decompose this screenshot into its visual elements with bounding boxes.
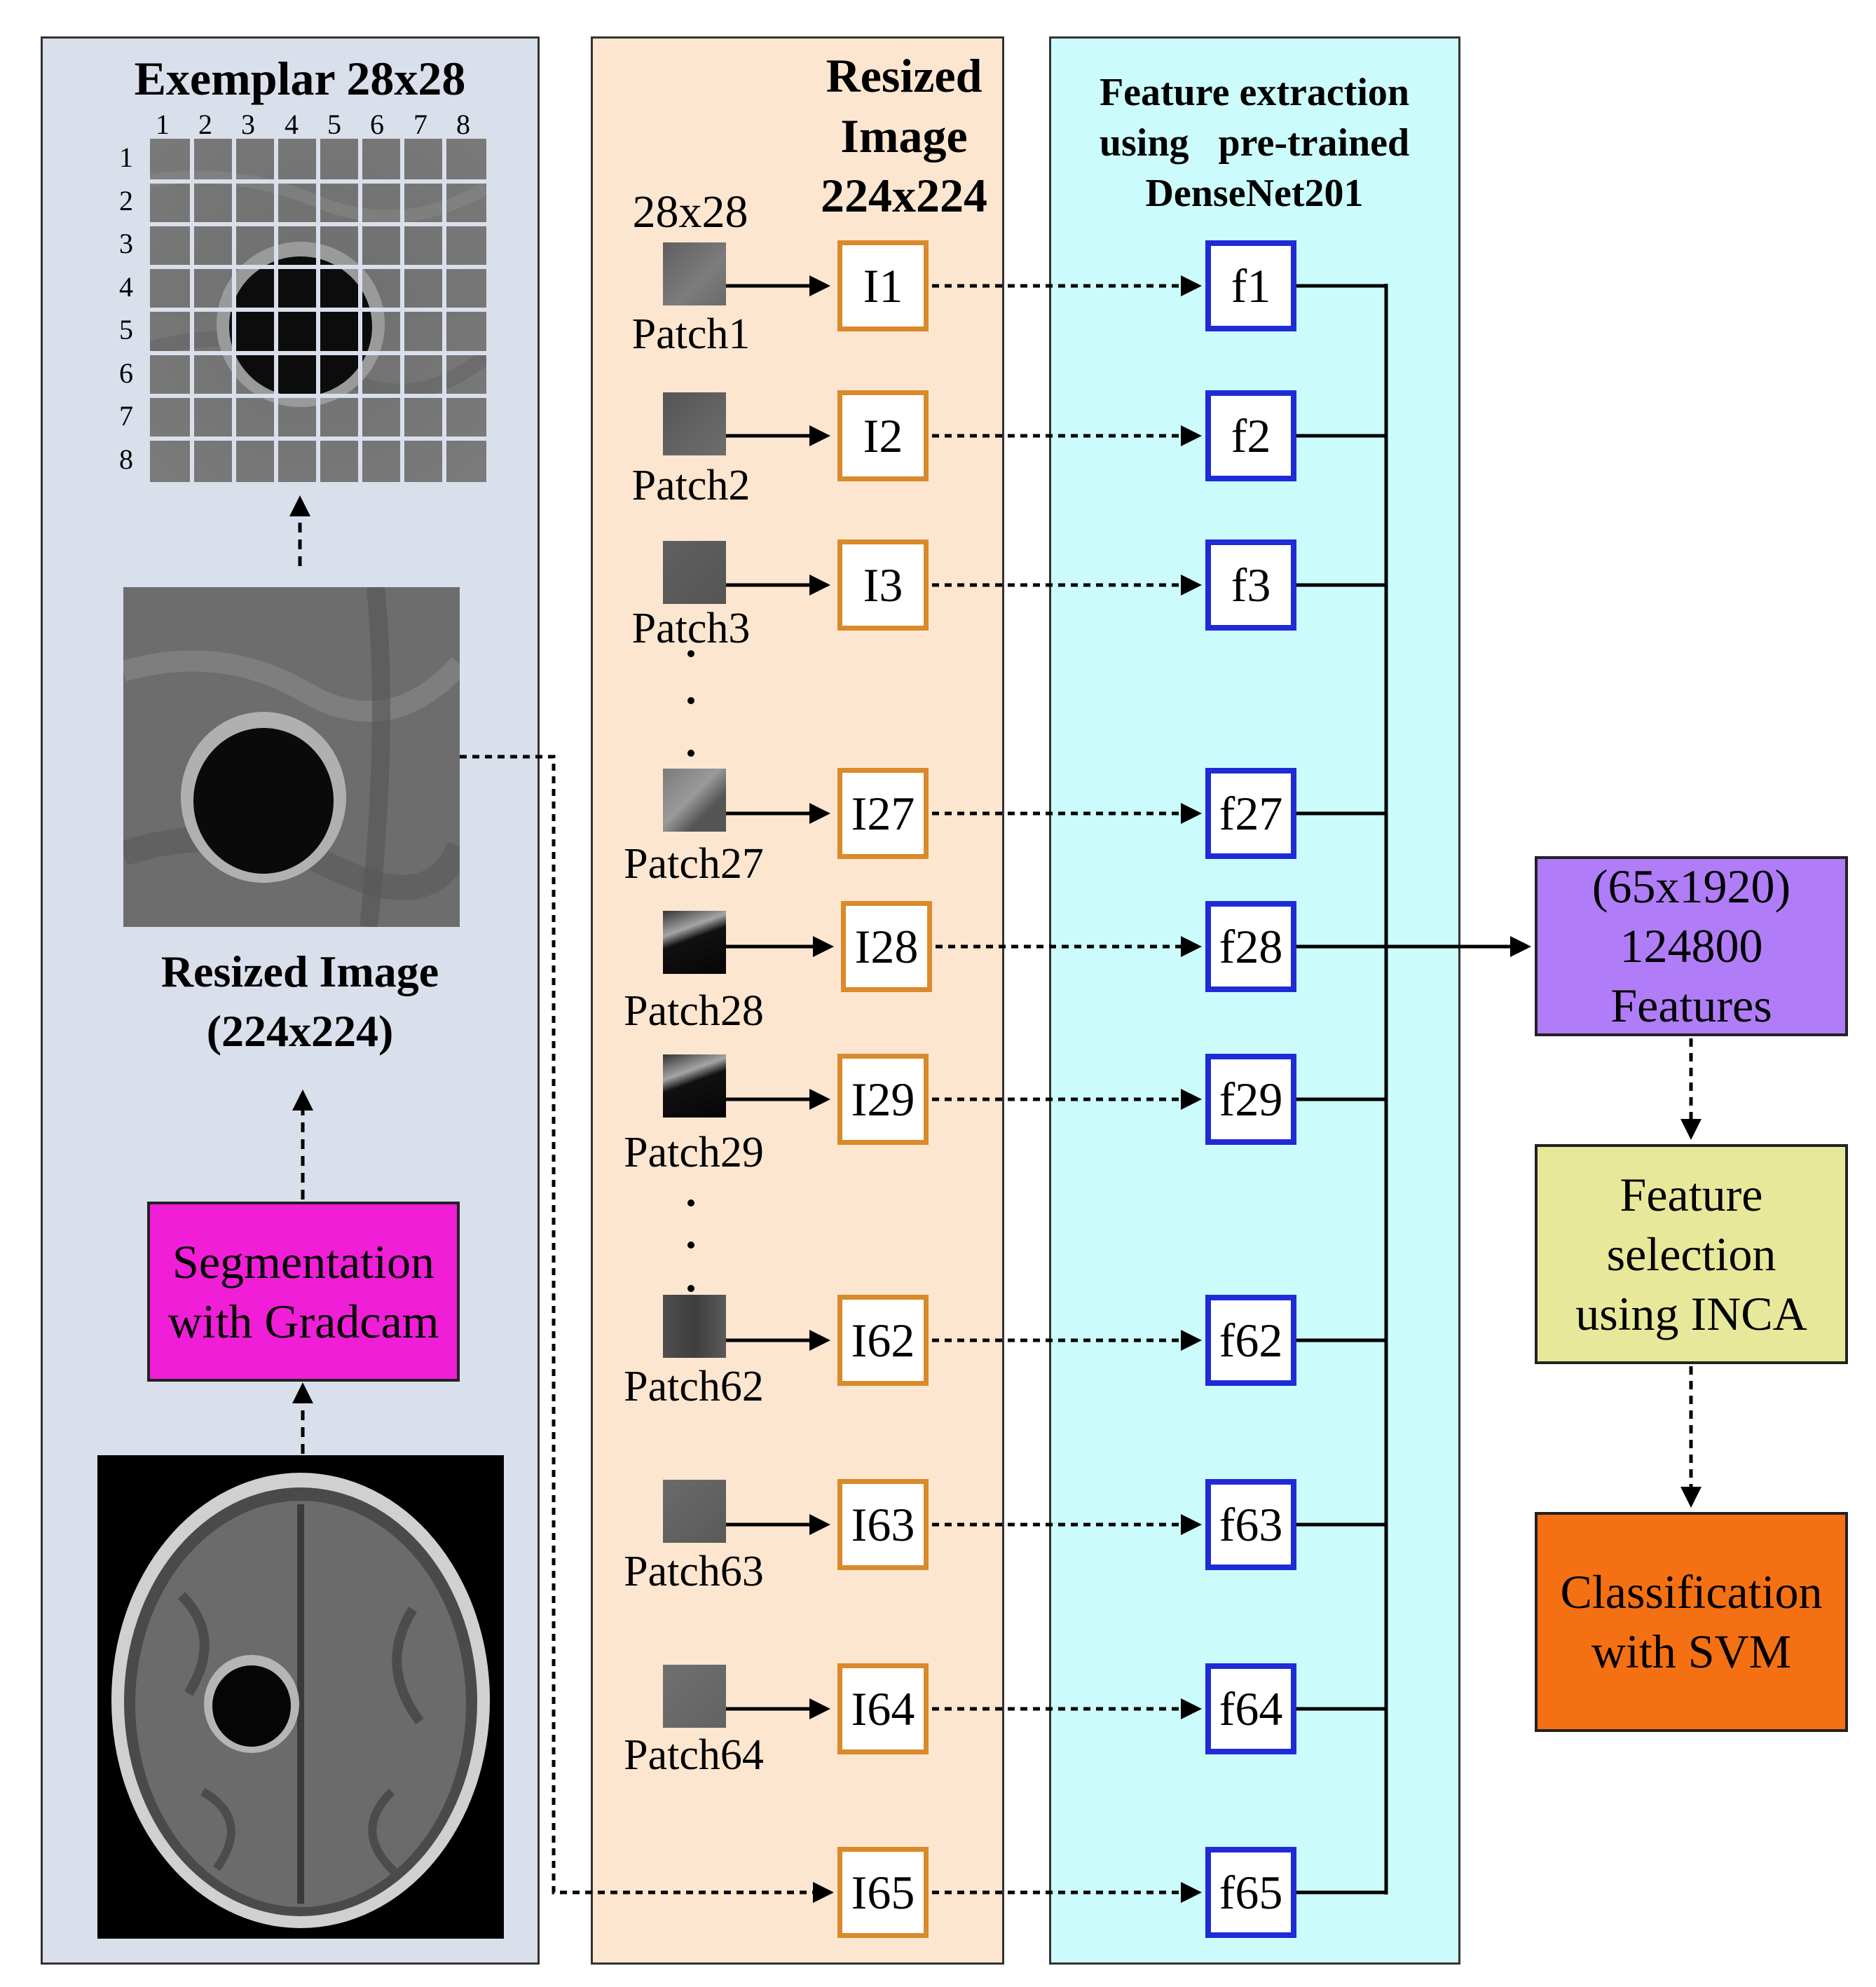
patch-thumbnail	[663, 769, 726, 832]
row-number: 1	[119, 142, 133, 173]
feature-box: f28	[1205, 901, 1296, 992]
patch-size-label: 28x28	[632, 186, 748, 238]
feature-box: f63	[1205, 1479, 1296, 1570]
feature-box: f29	[1205, 1054, 1296, 1145]
row-number: 8	[119, 444, 133, 475]
col-number: 8	[456, 109, 470, 140]
middle-title-line1: Resized	[826, 49, 982, 102]
selection-box-line1: Feature	[1620, 1167, 1763, 1221]
features-box: (65x1920) 124800 Features	[1535, 856, 1848, 1036]
patch-label: Patch1	[631, 310, 751, 358]
row-number: 2	[119, 185, 133, 216]
patch-thumbnail	[663, 1295, 726, 1358]
image-box: I62	[837, 1295, 929, 1386]
image-box: I63	[837, 1479, 929, 1570]
segmentation-box: Segmentation with Gradcam	[147, 1202, 460, 1382]
patch-thumbnail	[663, 541, 726, 604]
selection-box-line2: selection	[1606, 1227, 1776, 1281]
selection-box-line3: using INCA	[1575, 1286, 1807, 1340]
right-title-line3: DenseNet201	[1145, 172, 1364, 215]
middle-title-line3: 224x224	[821, 169, 987, 222]
patch-label: Patch63	[624, 1548, 764, 1595]
patch-thumbnail	[663, 911, 726, 974]
row-number: 4	[119, 271, 133, 303]
col-number: 5	[327, 109, 341, 140]
row-number: 3	[119, 228, 133, 259]
patch-label: Patch2	[631, 462, 751, 509]
col-number: 2	[198, 109, 212, 140]
row-number: 6	[119, 357, 133, 389]
classification-box: Classification with SVM	[1535, 1512, 1848, 1732]
feature-selection-box: Feature selection using INCA	[1535, 1144, 1848, 1364]
ellipsis-dot	[687, 650, 694, 657]
patch-label: Patch28	[624, 987, 764, 1035]
patch-label: Patch64	[624, 1731, 764, 1779]
row-number: 5	[119, 314, 133, 345]
segmentation-label-line2: with Gradcam	[167, 1294, 439, 1348]
features-box-line3: Features	[1610, 979, 1772, 1032]
ellipsis-dot	[687, 1285, 694, 1292]
image-box: I3	[837, 539, 929, 631]
brain-mri-image	[97, 1455, 504, 1939]
patch-label: Patch29	[624, 1129, 764, 1176]
features-box-line2: 124800	[1620, 919, 1763, 972]
image-box: I64	[837, 1663, 929, 1754]
image-box: I28	[841, 901, 932, 992]
image-box: I29	[837, 1054, 929, 1145]
image-box: I65	[837, 1847, 929, 1938]
col-number: 4	[285, 109, 299, 140]
ellipsis-dot	[687, 697, 694, 704]
feature-box: f27	[1205, 768, 1296, 859]
middle-panel	[591, 36, 1004, 1965]
classification-box-line1: Classification	[1560, 1565, 1823, 1618]
image-box: I27	[837, 768, 929, 859]
features-box-line1: (65x1920)	[1591, 860, 1791, 913]
dotted-path-to-i65	[460, 755, 834, 1903]
col-number: 3	[241, 109, 255, 140]
patch-thumbnail	[663, 242, 726, 305]
patch-thumbnail	[663, 1480, 726, 1543]
classification-box-line2: with SVM	[1591, 1625, 1792, 1678]
image-box: I2	[837, 390, 929, 481]
resized-image-size: (224x224)	[206, 1006, 394, 1056]
feature-box: f65	[1205, 1847, 1296, 1938]
right-title-line1: Feature extraction	[1099, 71, 1410, 114]
right-title-line2: using pre-trained	[1099, 121, 1410, 165]
resized-tumor-image	[123, 587, 460, 927]
image-box: I1	[837, 240, 929, 331]
patch-label: Patch3	[631, 605, 751, 652]
patch-thumbnail	[663, 1054, 726, 1118]
patch-label: Patch27	[624, 840, 764, 888]
feature-box: f2	[1205, 390, 1296, 481]
feature-box: f1	[1205, 240, 1296, 331]
middle-title-line2: Image	[840, 109, 968, 163]
feature-box: f62	[1205, 1295, 1296, 1386]
row-number: 7	[119, 400, 133, 432]
exemplar-title: Exemplar 28x28	[134, 52, 466, 105]
ellipsis-dot	[687, 750, 694, 757]
patch-thumbnail	[663, 392, 726, 455]
segmentation-label-line1: Segmentation	[172, 1235, 434, 1288]
exemplar-grid-image	[150, 139, 486, 482]
feature-box: f3	[1205, 539, 1296, 631]
patch-thumbnail	[663, 1665, 726, 1728]
resized-image-title: Resized Image	[160, 947, 439, 996]
ellipsis-dot	[687, 1242, 694, 1249]
col-number: 6	[370, 109, 384, 140]
patch-label: Patch62	[624, 1363, 764, 1410]
right-panel	[1049, 36, 1460, 1965]
feature-box: f64	[1205, 1663, 1296, 1754]
col-number: 1	[156, 109, 170, 140]
ellipsis-dot	[687, 1199, 694, 1206]
col-number: 7	[413, 109, 427, 140]
